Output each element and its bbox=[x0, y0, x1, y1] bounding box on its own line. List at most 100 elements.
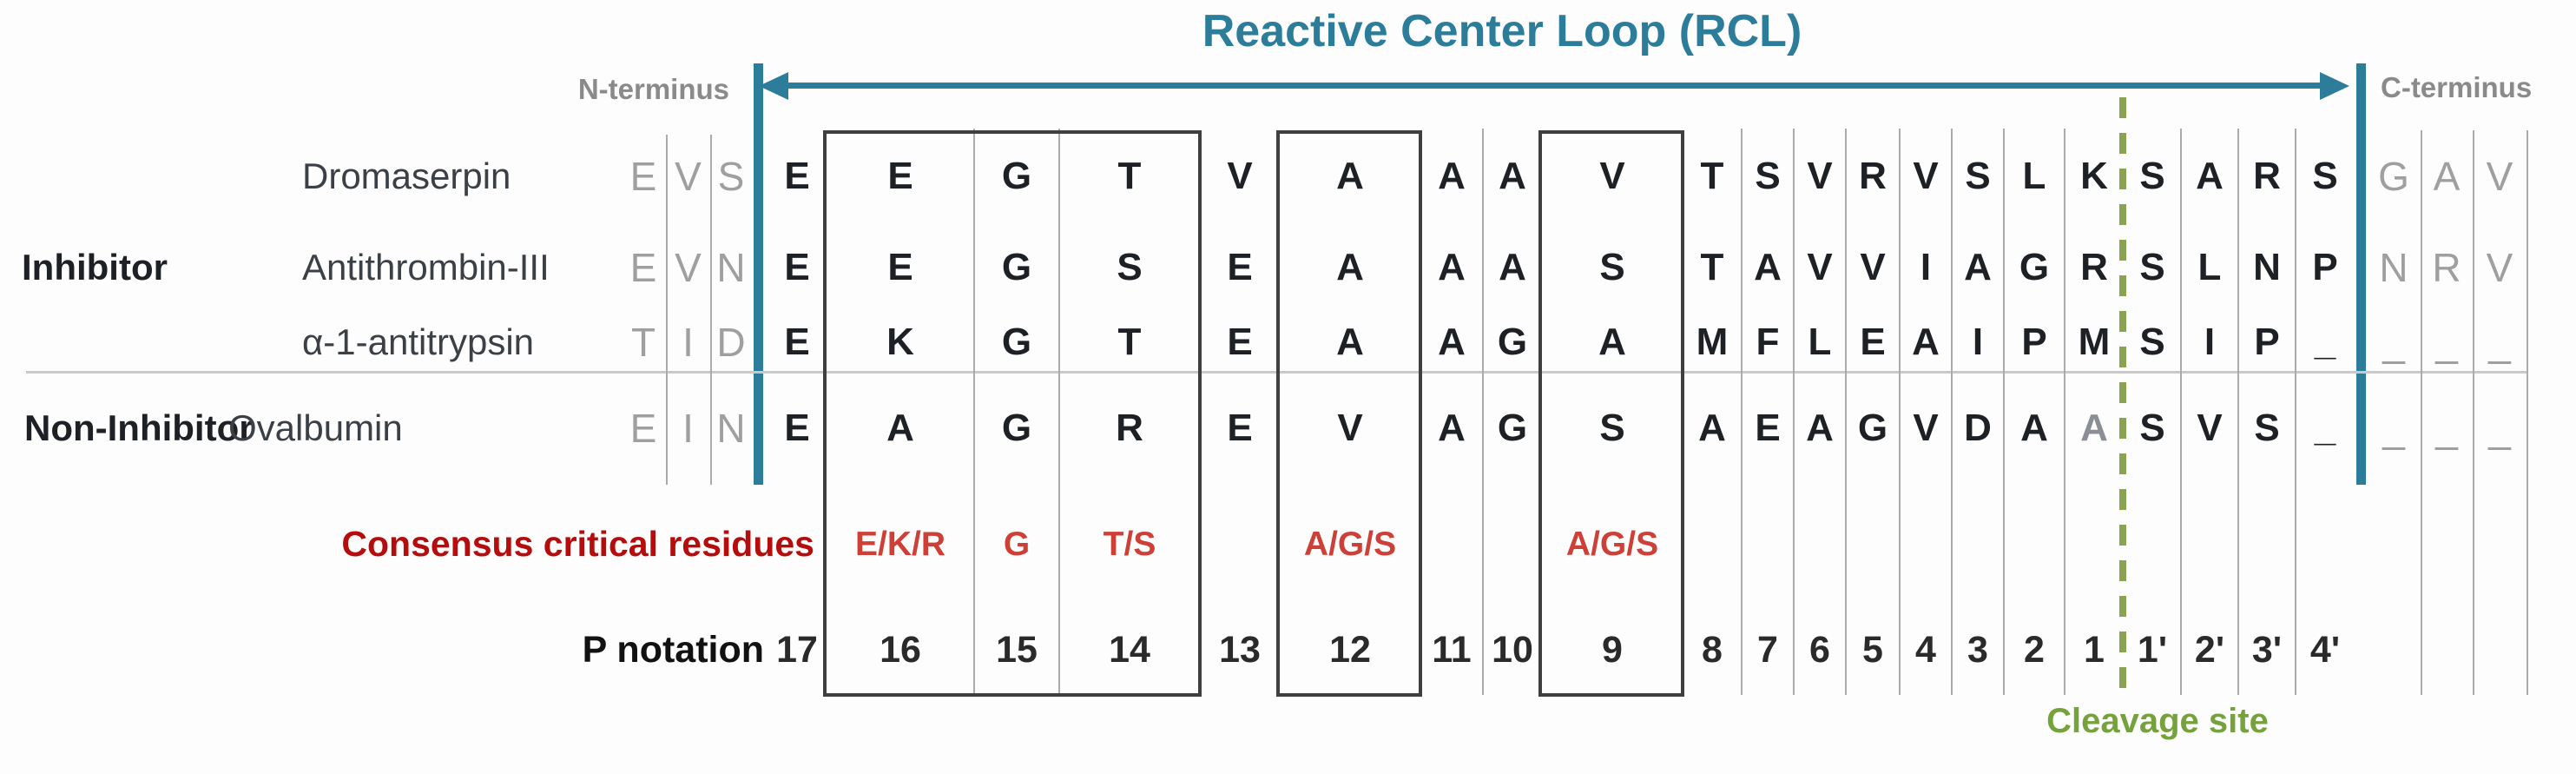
cell-nterm-0-ovalbumin: E bbox=[629, 406, 657, 451]
rcl-title: Reactive Center Loop (RCL) bbox=[1202, 6, 1802, 56]
cell-p4-1-antitrypsin: _ bbox=[2314, 321, 2336, 363]
cell-p3-dromaserpin: S bbox=[1965, 155, 1991, 197]
critical-residue-box-1 bbox=[823, 130, 1202, 697]
column-separator bbox=[710, 135, 712, 485]
cell-p1-1-antitrypsin: S bbox=[2139, 321, 2165, 363]
cleavage-site-dashed-line bbox=[2119, 97, 2126, 697]
cell-pnotation-7: 7 bbox=[1757, 629, 1778, 671]
cell-p12-ovalbumin: V bbox=[1337, 407, 1363, 449]
cell-p2-1-antitrypsin: I bbox=[2204, 321, 2216, 363]
cell-p11-antithrombin-iii: A bbox=[1438, 246, 1466, 288]
column-separator bbox=[666, 135, 668, 485]
cell-p7-ovalbumin: E bbox=[1755, 407, 1781, 449]
cell-p13-dromaserpin: V bbox=[1227, 155, 1253, 197]
cell-pnotation-1: 1 bbox=[2084, 629, 2105, 671]
cell-nterm-1-dromaserpin: V bbox=[675, 154, 702, 199]
cell-pnotation-17: 17 bbox=[776, 629, 818, 671]
cell-pnotation-8: 8 bbox=[1702, 629, 1723, 671]
cell-p5-ovalbumin: G bbox=[1857, 407, 1888, 449]
column-separator bbox=[2527, 130, 2528, 695]
cell-p13-antithrombin-iii: E bbox=[1227, 246, 1253, 288]
n-terminus-boundary-bar bbox=[754, 63, 763, 485]
cell-p12-dromaserpin: A bbox=[1336, 155, 1364, 197]
cell-p5-dromaserpin: R bbox=[1859, 155, 1887, 197]
cell-nterm-0-antithrombin-iii: E bbox=[629, 245, 657, 290]
cell-p1-dromaserpin: K bbox=[2080, 155, 2108, 197]
cell-p2-dromaserpin: A bbox=[2196, 155, 2224, 197]
cell-nterm-2-ovalbumin: N bbox=[716, 406, 746, 451]
cell-nterm-1-ovalbumin: I bbox=[682, 406, 694, 451]
p-notation-label: P notation bbox=[582, 629, 764, 671]
row-label-ovalbumin: Ovalbumin bbox=[228, 407, 403, 448]
cell-p16-1-antitrypsin: K bbox=[886, 321, 914, 363]
cell-nterm-2-antithrombin-iii: N bbox=[716, 245, 746, 290]
cell-pnotation-1: 1' bbox=[2137, 629, 2168, 671]
cell-pnotation-3: 3' bbox=[2251, 629, 2283, 671]
column-separator bbox=[2473, 130, 2474, 695]
cell-p3-dromaserpin: R bbox=[2253, 155, 2281, 197]
cell-nterm-0-1-antitrypsin: T bbox=[630, 320, 656, 365]
cell-p2-1-antitrypsin: P bbox=[2021, 321, 2047, 363]
cell-pnotation-16: 16 bbox=[880, 629, 921, 671]
cell-p15-dromaserpin: G bbox=[1001, 155, 1032, 197]
cell-p9-antithrombin-iii: S bbox=[1599, 246, 1625, 288]
cell-p8-1-antitrypsin: M bbox=[1696, 321, 1729, 363]
cell-pnotation-10: 10 bbox=[1492, 629, 1533, 671]
cell-p13-1-antitrypsin: E bbox=[1227, 321, 1253, 363]
cell-p12-1-antitrypsin: A bbox=[1336, 321, 1364, 363]
cell-p5-antithrombin-iii: V bbox=[1860, 246, 1886, 288]
cell-cterm-2-dromaserpin: V bbox=[2486, 154, 2513, 199]
cell-cterm-0-dromaserpin: G bbox=[2378, 154, 2409, 199]
cell-consensus-p14: T/S bbox=[1103, 526, 1156, 563]
cell-p6-dromaserpin: V bbox=[1807, 155, 1833, 197]
column-separator bbox=[1951, 129, 1953, 695]
cell-cterm-1-1-antitrypsin: _ bbox=[2435, 320, 2458, 365]
cell-p6-antithrombin-iii: V bbox=[1807, 246, 1833, 288]
cell-p15-antithrombin-iii: G bbox=[1001, 246, 1032, 288]
column-separator bbox=[2180, 129, 2182, 695]
c-terminus-label: C-terminus bbox=[2381, 71, 2533, 103]
cell-p4-antithrombin-iii: P bbox=[2312, 246, 2338, 288]
column-separator bbox=[2237, 129, 2239, 695]
cell-p12-antithrombin-iii: A bbox=[1336, 246, 1364, 288]
group-label-non-inhibitor: Non-Inhibitor bbox=[24, 407, 254, 448]
cell-p3-ovalbumin: S bbox=[2254, 407, 2280, 449]
cell-p3-ovalbumin: D bbox=[1964, 407, 1992, 449]
cell-nterm-1-antithrombin-iii: V bbox=[675, 245, 702, 290]
cell-p11-dromaserpin: A bbox=[1438, 155, 1466, 197]
cell-pnotation-3: 3 bbox=[1967, 629, 1988, 671]
cell-p7-dromaserpin: S bbox=[1755, 155, 1781, 197]
cell-p17-dromaserpin: E bbox=[784, 155, 810, 197]
group-label-inhibitor: Inhibitor bbox=[22, 247, 168, 288]
column-separator bbox=[1899, 129, 1901, 695]
cell-consensus-p9: A/G/S bbox=[1565, 526, 1659, 563]
c-terminus-boundary-bar bbox=[2356, 63, 2366, 485]
cell-p16-antithrombin-iii: E bbox=[887, 246, 913, 288]
cell-pnotation-11: 11 bbox=[1432, 629, 1472, 671]
cell-p2-ovalbumin: V bbox=[2197, 407, 2223, 449]
cell-p1-ovalbumin: S bbox=[2139, 407, 2165, 449]
cell-cterm-2-ovalbumin: _ bbox=[2488, 406, 2511, 451]
cell-p1-antithrombin-iii: S bbox=[2139, 246, 2165, 288]
cell-nterm-1-1-antitrypsin: I bbox=[682, 320, 694, 365]
cell-p2-antithrombin-iii: L bbox=[2197, 246, 2222, 288]
cell-p17-ovalbumin: E bbox=[784, 407, 810, 449]
cell-p4-antithrombin-iii: I bbox=[1920, 246, 1932, 288]
cell-p16-dromaserpin: E bbox=[887, 155, 913, 197]
column-separator bbox=[1793, 129, 1795, 695]
cell-p11-1-antitrypsin: A bbox=[1438, 321, 1466, 363]
column-separator bbox=[2421, 130, 2422, 695]
column-separator bbox=[2064, 129, 2065, 695]
cell-pnotation-9: 9 bbox=[1602, 629, 1623, 671]
cell-p17-1-antitrypsin: E bbox=[784, 321, 810, 363]
cell-cterm-2-antithrombin-iii: V bbox=[2486, 245, 2513, 290]
column-separator bbox=[2003, 129, 2005, 695]
cell-p8-antithrombin-iii: T bbox=[1700, 246, 1724, 288]
column-separator bbox=[1845, 129, 1847, 695]
cell-p11-ovalbumin: A bbox=[1438, 407, 1466, 449]
cell-p8-ovalbumin: A bbox=[1698, 407, 1726, 449]
cell-p17-antithrombin-iii: E bbox=[784, 246, 810, 288]
cell-p2-dromaserpin: L bbox=[2022, 155, 2046, 197]
cell-cterm-2-1-antitrypsin: _ bbox=[2488, 320, 2511, 365]
